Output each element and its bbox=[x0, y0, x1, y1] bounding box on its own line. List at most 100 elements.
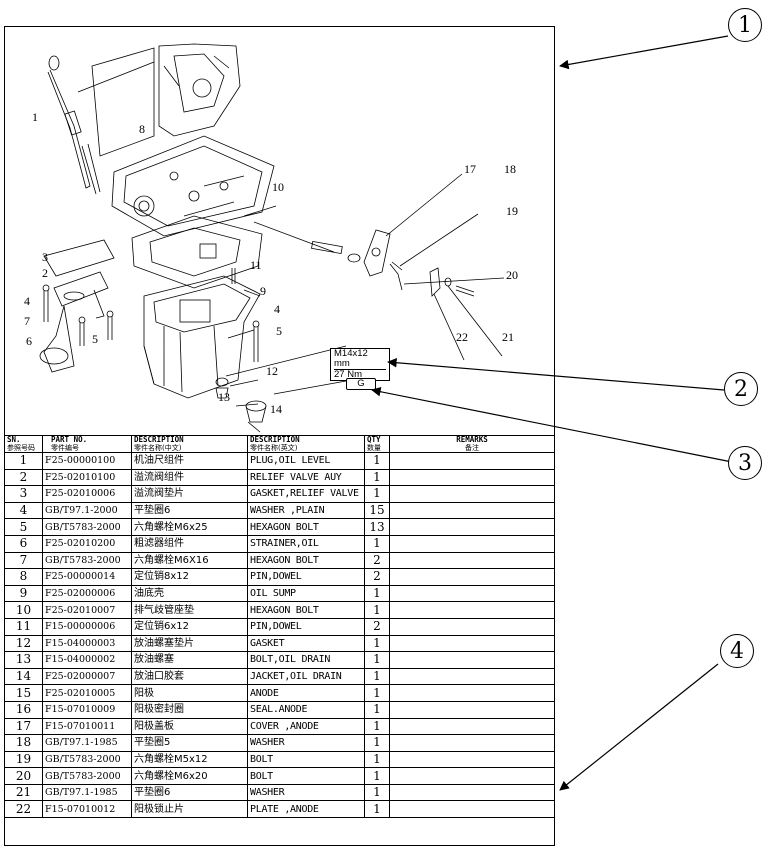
table-cell-remarks bbox=[389, 601, 555, 619]
table-cell-part-no: GB/T5783-2000 bbox=[42, 551, 132, 570]
table-cell-desc-cn: 平垫圈6 bbox=[131, 783, 248, 802]
table-cell-sn: 11 bbox=[4, 617, 43, 636]
table-cell-sn: 21 bbox=[4, 783, 43, 802]
table-cell-remarks bbox=[389, 584, 555, 603]
g-marker-box: G bbox=[346, 378, 376, 390]
table-cell-desc-en: WASHER bbox=[247, 783, 365, 802]
table-cell-part-no: F25-02010005 bbox=[42, 684, 132, 702]
table-cell-part-no: GB/T97.1-2000 bbox=[42, 501, 132, 520]
table-cell-qty: 1 bbox=[364, 684, 390, 702]
table-cell-sn: 12 bbox=[4, 634, 43, 653]
table-cell-remarks bbox=[389, 651, 555, 669]
table-cell-sn: 22 bbox=[4, 800, 43, 819]
anode-group-illustration bbox=[253, 173, 505, 297]
table-cell-remarks bbox=[389, 551, 555, 570]
table-cell-sn: 1 bbox=[4, 452, 43, 470]
callout-arrow-1 bbox=[559, 35, 729, 70]
table-cell-qty: 1 bbox=[364, 767, 390, 785]
table-cell-remarks bbox=[389, 684, 555, 702]
table-cell-remarks bbox=[389, 468, 555, 487]
table-cell-part-no: F25-02010007 bbox=[42, 601, 132, 619]
table-cell-remarks bbox=[389, 485, 555, 503]
part-label: 1 bbox=[32, 110, 38, 124]
torque-leader-line bbox=[225, 345, 347, 377]
table-cell-sn: 16 bbox=[4, 700, 43, 719]
table-cell-desc-en: WASHER ,PLAIN bbox=[247, 501, 365, 520]
table-cell-desc-cn: 定位销8x12 bbox=[131, 568, 248, 586]
callout-arrow-4 bbox=[559, 663, 719, 791]
table-cell-desc-cn: 放油口胶套 bbox=[131, 667, 248, 686]
part-label: 6 bbox=[26, 334, 32, 348]
part-label: 8 bbox=[139, 122, 145, 136]
table-cell-part-no: F15-07010009 bbox=[42, 700, 132, 719]
table-cell-desc-en: PLUG,OIL LEVEL bbox=[247, 452, 365, 470]
callout-circle-4: 4 bbox=[720, 634, 754, 668]
table-cell-part-no: GB/T5783-2000 bbox=[42, 750, 132, 769]
table-cell-sn: 10 bbox=[4, 601, 43, 619]
table-cell-qty: 1 bbox=[364, 651, 390, 669]
table-cell-qty: 1 bbox=[364, 750, 390, 769]
table-cell-qty: 2 bbox=[364, 551, 390, 570]
table-cell-desc-cn: 机油尺组件 bbox=[131, 452, 248, 470]
table-cell-remarks bbox=[389, 452, 555, 470]
table-cell-remarks bbox=[389, 767, 555, 785]
table-cell-remarks bbox=[389, 717, 555, 736]
dipstick-illustration bbox=[47, 55, 101, 195]
table-cell-sn: 20 bbox=[4, 767, 43, 785]
table-cell-sn: 17 bbox=[4, 717, 43, 736]
table-cell-desc-en: HEXAGON BOLT bbox=[247, 518, 365, 536]
part-label: 4 bbox=[274, 302, 280, 316]
table-cell-desc-en: SEAL.ANODE bbox=[247, 700, 365, 719]
table-cell-sn: 7 bbox=[4, 551, 43, 570]
part-label: 5 bbox=[92, 332, 98, 346]
table-cell-qty: 2 bbox=[364, 617, 390, 636]
part-label: 13 bbox=[218, 390, 230, 404]
part-label: 5 bbox=[276, 324, 282, 338]
part-label: 7 bbox=[24, 314, 30, 328]
table-cell-desc-cn: 平垫圈5 bbox=[131, 734, 248, 752]
table-cell-desc-cn: 六角螺栓M6x20 bbox=[131, 767, 248, 785]
table-cell-desc-cn: 六角螺栓M5x12 bbox=[131, 750, 248, 769]
table-cell-remarks bbox=[389, 501, 555, 520]
torque-spec-value: 27 Nm bbox=[334, 369, 362, 380]
table-cell-remarks bbox=[389, 800, 555, 819]
table-cell-sn: 4 bbox=[4, 501, 43, 520]
part-labels: 1 2 3 4 4 5 5 6 7 8 9 10 11 12 13 14 17 … bbox=[4, 26, 555, 436]
g-marker-label: G bbox=[357, 378, 365, 389]
table-cell-qty: 1 bbox=[364, 485, 390, 503]
table-cell-part-no: F25-02010100 bbox=[42, 468, 132, 487]
part-label: 10 bbox=[272, 180, 284, 194]
table-cell-qty: 1 bbox=[364, 584, 390, 603]
table-cell-desc-en: HEXAGON BOLT bbox=[247, 601, 365, 619]
table-cell-qty: 15 bbox=[364, 501, 390, 520]
part-label: 21 bbox=[502, 330, 514, 344]
table-cell-desc-cn: 粗滤器组件 bbox=[131, 534, 248, 553]
part-label: 4 bbox=[24, 294, 30, 308]
table-cell-desc-cn: 排气歧管座垫 bbox=[131, 601, 248, 619]
header-sn: SN.参照号码 bbox=[4, 435, 43, 453]
table-cell-part-no: F25-02010006 bbox=[42, 485, 132, 503]
part-label: 3 bbox=[42, 250, 48, 264]
table-cell-sn: 9 bbox=[4, 584, 43, 603]
table-cell-qty: 1 bbox=[364, 601, 390, 619]
part-label: 2 bbox=[42, 266, 48, 280]
drain-plug-illustration bbox=[215, 377, 267, 433]
part-label: 9 bbox=[260, 284, 266, 298]
part-label: 20 bbox=[506, 268, 518, 282]
